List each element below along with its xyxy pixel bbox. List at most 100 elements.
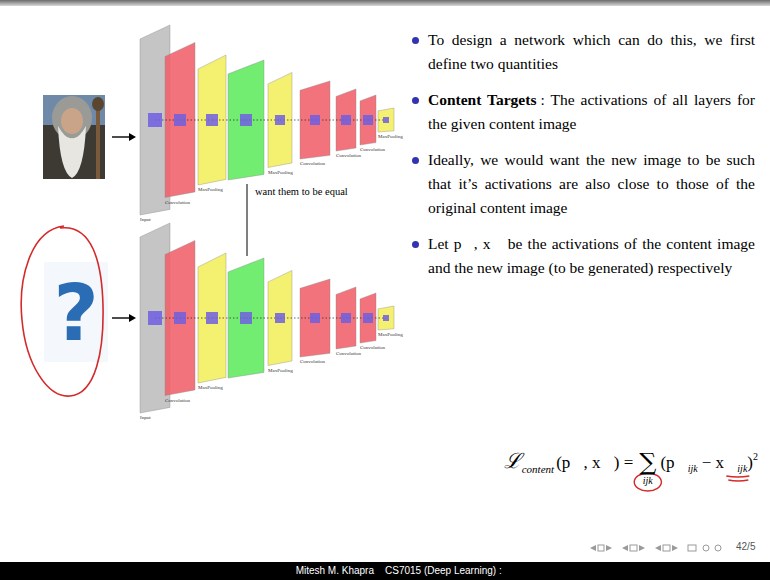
content-photo [43,95,105,179]
layer-label: Input [140,415,151,421]
kernel-square [383,117,389,123]
bullet-dot [412,37,419,44]
loss-formula: ℒcontent(p⃗, x⃗) =∑ijk(p⃗ijk− x⃗ijk)2 [504,442,758,487]
layer-label: MaxPooling [378,134,403,140]
nav-icon [606,545,612,551]
bullet-dot [412,157,419,164]
sum-block: ∑ijk [639,449,656,487]
photo-staff-top [92,97,104,111]
nav-icon [663,545,670,551]
kernel-square [310,115,320,125]
layer-label: MaxPooling [268,170,293,176]
equality-line [247,184,248,256]
bullet-text: Ideally, we would want the new image to … [428,148,755,220]
bold-term: Content Targets [428,91,536,108]
photo-staff [96,100,100,179]
kernel-square [275,313,285,323]
layer-label: MaxPooling [198,187,223,193]
nav-icon [639,545,645,551]
kernel-square [174,114,186,126]
nav-icon [688,545,696,551]
arrow-head [129,133,136,141]
photo-beard [58,126,86,178]
footer-course: CS7015 (Deep Learning) : [385,562,502,580]
bullet-item: Content Targets: The activations of all … [428,88,755,136]
layer-label: Convolution [360,345,385,351]
nav-icon [590,545,596,551]
formula-part: ℒ [504,449,521,473]
layer-label: Convolution [336,351,361,357]
kernel-square [363,115,373,125]
formula-part: (p⃗ [660,453,687,472]
kernel-link [280,120,315,121]
nav-icon [630,545,637,551]
sum-sign: ∑ [639,449,656,475]
nav-icon [598,545,604,551]
formula-part: (p⃗, x⃗) = [556,453,633,472]
nav-icons [590,545,721,551]
layer-label: Convolution [165,398,190,404]
formula-subscript: content [522,463,554,475]
arrow-head [129,314,136,322]
nav-icon [715,545,721,551]
cnn-network [140,25,394,215]
footer-author: Mitesh M. Khapra [296,562,374,580]
kernel-link [280,318,315,319]
top-strip [0,0,770,6]
kernel-square [275,115,285,125]
bullet-text: To design a network which can do this, w… [428,28,755,76]
layer-label: MaxPooling [378,332,403,338]
nav-icon [655,545,661,551]
bullet-text: Let p⃗, x⃗ be the activations of the con… [428,232,755,280]
kernel-square [240,312,252,324]
input-arrow [112,136,130,137]
kernel-square [174,312,186,324]
question-mark: ? [43,268,109,358]
question-ground [44,262,108,362]
kernel-square [341,115,351,125]
layer-slab [378,306,394,330]
kernel-square [310,313,320,323]
formula-subscript: ijk [688,463,698,474]
layer-label: Input [140,217,151,223]
formula-subscript: ijk [737,463,747,474]
layer-label: Convolution [336,153,361,159]
photo-hair [52,96,92,140]
layer-label: Convolution [360,147,385,153]
formula-superscript: 2 [753,451,758,462]
layer-label: Convolution [165,200,190,206]
cnn-network [140,223,394,413]
nav-icon [703,545,709,551]
kernel-square [363,313,373,323]
kernel-square [206,312,218,324]
page-number: 42/5 [736,541,755,552]
layer-label: MaxPooling [268,368,293,374]
photo-face [61,108,83,134]
kernel-square [383,315,389,321]
red-annotation [726,476,749,477]
bullet-dot [412,97,419,104]
kernel-square [240,114,252,126]
layer-label: MaxPooling [198,385,223,391]
nav-icon [672,545,678,551]
kernel-square [148,311,162,325]
photo-ground [43,95,105,179]
formula-part: − x⃗ [702,453,738,472]
layer-label: Convolution [300,161,325,167]
formula-subscript: ijk [639,475,656,487]
layer-label: Convolution [300,359,325,365]
kernel-square [148,113,162,127]
kernel-square [206,114,218,126]
layer-slab [360,293,376,343]
layer-slab [360,95,376,145]
red-annotation [728,480,748,481]
bullet-dot [412,241,419,248]
formula-part: ) [747,453,753,472]
annotation-note: want them to be equal [255,186,348,197]
red-annotation [634,473,661,491]
kernel-square [341,313,351,323]
input-arrow [112,317,130,318]
nav-icon [622,545,628,551]
